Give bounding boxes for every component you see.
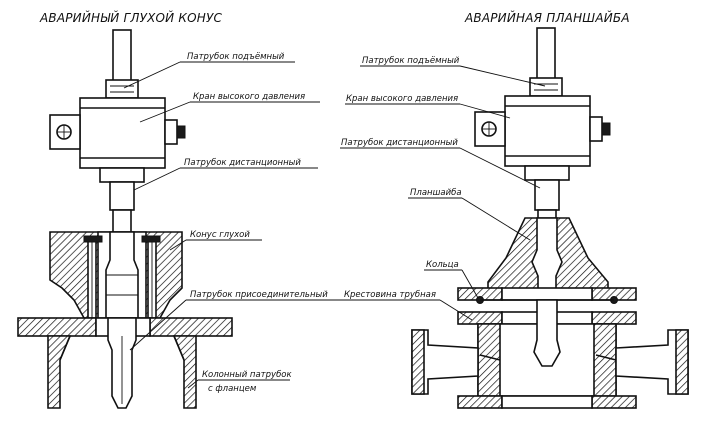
label-left-column-pipe-2: с фланцем xyxy=(208,384,257,394)
label-right-lifting-pipe: Патрубок подъёмный xyxy=(362,56,460,66)
left-lifting-pipe xyxy=(112,29,132,83)
right-lifting-pipe xyxy=(536,27,556,81)
label-right-cross-pipe: Крестовина трубная xyxy=(344,290,436,300)
label-left-valve: Кран высокого давления xyxy=(193,92,305,102)
title-left: АВАРИЙНЫЙ ГЛУХОЙ КОНУС xyxy=(39,10,222,25)
left-labels: Патрубок подъёмный Кран высокого давлени… xyxy=(123,52,345,394)
left-remote-pipe xyxy=(109,181,135,211)
right-assembly xyxy=(411,27,689,409)
right-remote-pipe xyxy=(534,179,560,211)
label-left-column-pipe-1: Колонный патрубок xyxy=(202,370,293,380)
label-left-connecting-pipe: Патрубок присоединительный xyxy=(190,290,328,300)
right-labels: Патрубок подъёмный Кран высокого давлени… xyxy=(340,56,546,321)
left-assembly xyxy=(17,29,233,409)
label-right-faceplate: Планшайба xyxy=(410,188,462,198)
left-pipe-nut xyxy=(105,79,139,99)
label-right-remote-pipe: Патрубок дистанционный xyxy=(341,138,458,148)
label-left-blind-cone: Конус глухой xyxy=(190,230,250,240)
label-left-lifting-pipe: Патрубок подъёмный xyxy=(187,52,285,62)
label-left-remote-pipe: Патрубок дистанционный xyxy=(184,158,301,168)
label-right-valve: Кран высокого давления xyxy=(346,94,458,104)
right-pipe-nut xyxy=(529,77,563,97)
title-right: АВАРИЙНАЯ ПЛАНШАЙБА xyxy=(464,10,630,25)
label-right-rings: Кольца xyxy=(426,260,459,270)
